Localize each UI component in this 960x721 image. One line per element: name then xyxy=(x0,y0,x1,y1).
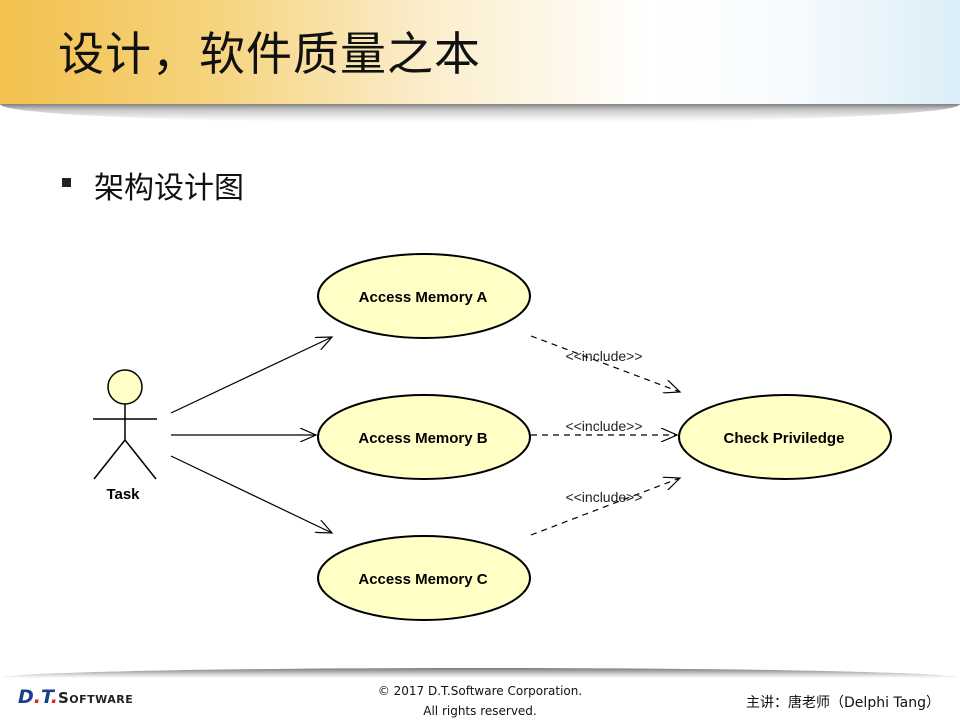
use-case-check-priviledge[interactable]: Check Priviledge xyxy=(678,394,892,480)
copyright-line-2: All rights reserved. xyxy=(423,704,537,718)
actor-task[interactable]: Task xyxy=(93,369,157,503)
dt-software-logo: D.T.Software xyxy=(18,686,134,708)
bullet-marker xyxy=(62,178,71,187)
association-arrow-c xyxy=(170,455,332,533)
use-case-label-check: Check Priviledge xyxy=(724,430,845,447)
title-band xyxy=(0,0,960,104)
presenter-credit: 主讲：唐老师（Delphi Tang） xyxy=(746,695,940,711)
use-case-label-a: Access Memory A xyxy=(359,289,488,306)
include-arrow-c xyxy=(530,478,680,536)
slide-title: 设计，软件质量之本 xyxy=(58,27,481,81)
include-label-a: <<include>> xyxy=(565,348,642,364)
copyright-notice: © 2017 D.T.Software Corporation. All rig… xyxy=(0,681,960,721)
actor-right-leg xyxy=(124,439,157,480)
include-label-c: <<include>> xyxy=(565,489,642,505)
bullet-text: 架构设计图 xyxy=(94,171,244,206)
title-divider xyxy=(0,104,960,122)
copyright-line-1: © 2017 D.T.Software Corporation. xyxy=(377,684,583,698)
use-case-label-c: Access Memory C xyxy=(358,571,487,588)
use-case-access-memory-c[interactable]: Access Memory C xyxy=(317,535,531,621)
include-label-b: <<include>> xyxy=(565,418,642,434)
use-case-access-memory-a[interactable]: Access Memory A xyxy=(317,253,531,339)
footer-divider xyxy=(0,668,960,678)
actor-label: Task xyxy=(106,486,140,503)
use-case-access-memory-b[interactable]: Access Memory B xyxy=(317,394,531,480)
actor-left-leg xyxy=(93,439,126,480)
association-arrow-a xyxy=(170,337,332,414)
include-arrow-a xyxy=(530,335,680,392)
actor-head xyxy=(107,369,143,405)
use-case-label-b: Access Memory B xyxy=(358,430,487,447)
